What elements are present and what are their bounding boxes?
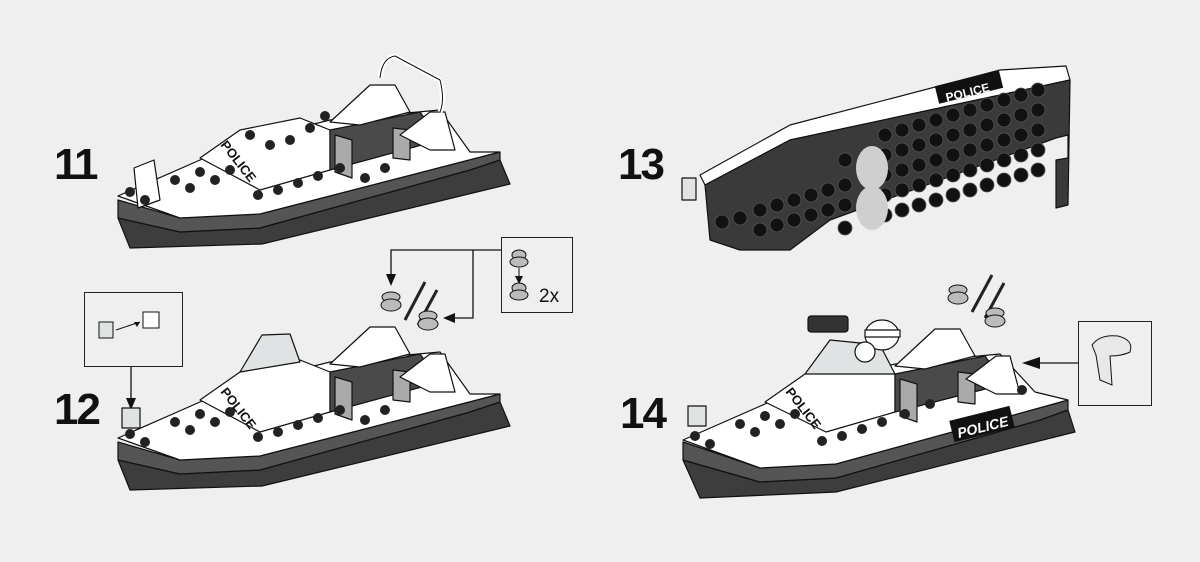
step-number-13: 13 [618, 140, 665, 189]
callout-part-hose-clip [1022, 335, 1132, 386]
boat-model-step-13-underside: POLICE [681, 65, 1071, 251]
callout-box-round-plates [501, 237, 573, 313]
callout-parts-step-12-right [386, 249, 529, 323]
callout-box-hose-clip [1078, 321, 1152, 406]
step-number-11: 11 [54, 140, 98, 189]
boat-model-step-12: POLICE [117, 281, 511, 491]
step-number-14: 14 [620, 389, 667, 438]
step-number-12: 12 [54, 385, 101, 434]
part-count-2x: 2x [539, 286, 560, 307]
callout-parts-step-12-left [98, 311, 160, 410]
boat-model-step-11: POLICE [117, 53, 511, 249]
boat-model-step-14: POLICE POLICE [682, 274, 1076, 499]
